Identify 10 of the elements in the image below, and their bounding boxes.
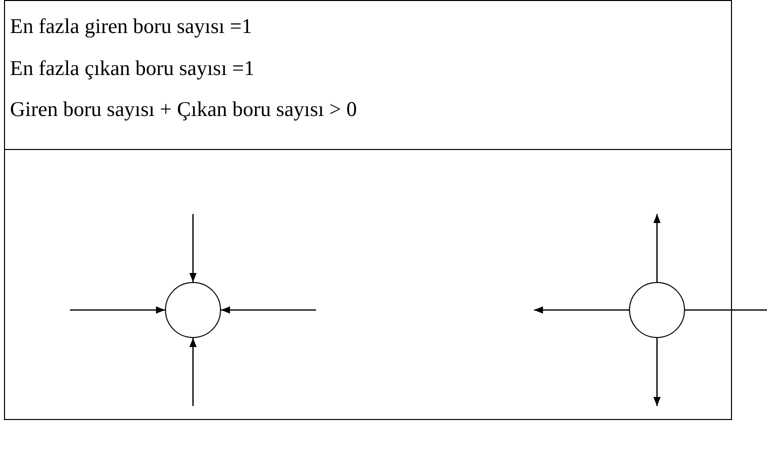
arrow (221, 306, 316, 314)
arrow (189, 338, 197, 406)
arrow (189, 214, 197, 282)
constraint-text: En fazla çıkan boru sayısı =1 (10, 56, 255, 81)
arrow (534, 306, 629, 314)
constraint-text: En fazla giren boru sayısı =1 (10, 14, 252, 39)
arrow (653, 214, 661, 282)
arrow (70, 306, 165, 314)
arrow (653, 338, 661, 406)
constraint-text: Giren boru sayısı + Çıkan boru sayısı > 0 (10, 97, 357, 122)
